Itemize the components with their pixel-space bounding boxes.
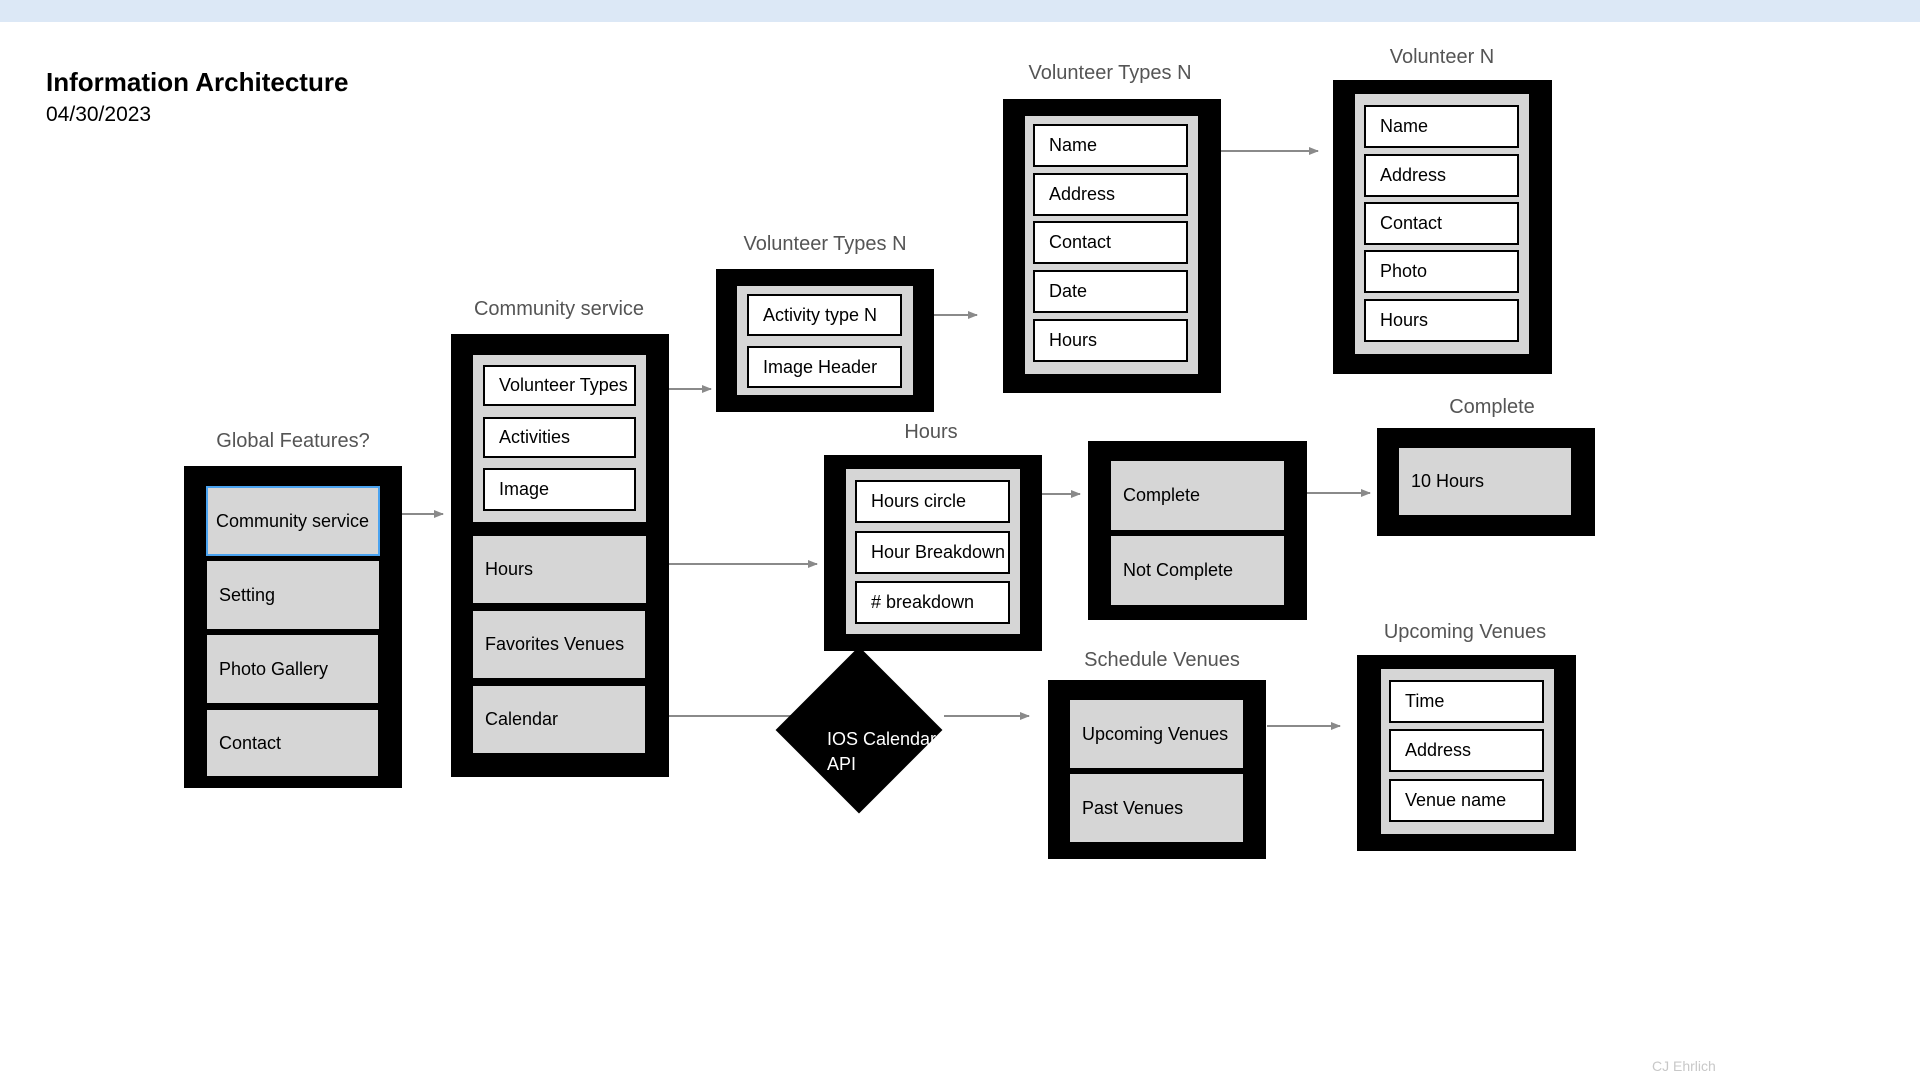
community-item-activities[interactable]: Activities [483, 417, 636, 458]
complete-item-hours[interactable]: 10 Hours [1399, 448, 1571, 515]
volunteer-types-item-hours[interactable]: Hours [1033, 319, 1188, 362]
community-subpanel: Volunteer Types Activities Image [473, 355, 646, 522]
community-service-box: Volunteer Types Activities Image Hours F… [451, 334, 669, 777]
volunteer-n-box: Name Address Contact Photo Hours [1333, 80, 1552, 374]
volunteer-n-subpanel: Name Address Contact Photo Hours [1355, 94, 1529, 354]
volunteer-types-box-1: Activity type N Image Header [716, 269, 934, 412]
community-item-calendar[interactable]: Calendar [473, 686, 645, 753]
volunteer-types-label-2: Volunteer Types N [1028, 62, 1192, 84]
global-item-photo-gallery[interactable]: Photo Gallery [207, 635, 378, 703]
volunteer-n-label: Volunteer N [1389, 46, 1495, 68]
volunteer-types-item-date[interactable]: Date [1033, 270, 1188, 313]
status-box: Complete Not Complete [1088, 441, 1307, 620]
upcoming-venues-box: Time Address Venue name [1357, 655, 1576, 851]
community-item-favorites-venues[interactable]: Favorites Venues [473, 611, 645, 678]
status-item-complete[interactable]: Complete [1111, 461, 1284, 530]
global-item-community-service[interactable]: Community service [206, 486, 380, 556]
volunteer-types-box-2: Name Address Contact Date Hours [1003, 99, 1221, 393]
schedule-venues-box: Upcoming Venues Past Venues [1048, 680, 1266, 859]
volunteer-types-item-contact[interactable]: Contact [1033, 221, 1188, 264]
hours-item-breakdown[interactable]: Hour Breakdown [855, 531, 1010, 574]
community-item-image[interactable]: Image [483, 468, 636, 511]
status-item-not-complete[interactable]: Not Complete [1111, 536, 1284, 605]
global-features-label: Global Features? [216, 430, 370, 452]
complete-box: 10 Hours [1377, 428, 1595, 536]
volunteer-n-item-hours[interactable]: Hours [1364, 299, 1519, 342]
community-service-label: Community service [473, 298, 645, 320]
hours-item-number-breakdown[interactable]: # breakdown [855, 581, 1010, 624]
hours-item-circle[interactable]: Hours circle [855, 480, 1010, 523]
community-item-volunteer-types[interactable]: Volunteer Types [483, 365, 636, 406]
upcoming-item-time[interactable]: Time [1389, 680, 1544, 723]
volunteer-types-label-1: Volunteer Types N [743, 233, 907, 255]
upcoming-venues-label: Upcoming Venues [1383, 621, 1547, 643]
global-item-setting[interactable]: Setting [207, 561, 379, 629]
global-item-contact[interactable]: Contact [207, 710, 378, 776]
volunteer-types-subpanel-1: Activity type N Image Header [737, 286, 913, 395]
volunteer-n-item-photo[interactable]: Photo [1364, 250, 1519, 293]
volunteer-types-item-image-header[interactable]: Image Header [747, 346, 902, 388]
author-credit: CJ Ehrlich [1652, 1058, 1716, 1074]
upcoming-subpanel: Time Address Venue name [1381, 669, 1554, 834]
page-title: Information Architecture [46, 67, 349, 97]
volunteer-n-item-contact[interactable]: Contact [1364, 202, 1519, 245]
upcoming-item-address[interactable]: Address [1389, 729, 1544, 772]
top-bar [0, 0, 1920, 22]
upcoming-item-venue-name[interactable]: Venue name [1389, 779, 1544, 822]
volunteer-n-item-name[interactable]: Name [1364, 105, 1519, 148]
volunteer-types-item-activity-type[interactable]: Activity type N [747, 294, 902, 336]
volunteer-types-item-name[interactable]: Name [1033, 124, 1188, 167]
volunteer-types-subpanel-2: Name Address Contact Date Hours [1025, 116, 1198, 374]
schedule-item-upcoming[interactable]: Upcoming Venues [1070, 700, 1243, 768]
schedule-item-past[interactable]: Past Venues [1070, 774, 1243, 842]
page-date: 04/30/2023 [46, 103, 152, 126]
global-features-box: Community service Setting Photo Gallery … [184, 466, 402, 788]
calendar-api-label[interactable]: IOS Calendar API [827, 729, 937, 774]
volunteer-n-item-address[interactable]: Address [1364, 154, 1519, 197]
hours-box: Hours circle Hour Breakdown # breakdown [824, 455, 1042, 651]
hours-subpanel: Hours circle Hour Breakdown # breakdown [846, 469, 1020, 634]
hours-label: Hours [904, 421, 958, 443]
volunteer-types-item-address[interactable]: Address [1033, 173, 1188, 216]
complete-label: Complete [1449, 396, 1535, 418]
community-item-hours[interactable]: Hours [473, 536, 646, 603]
schedule-venues-label: Schedule Venues [1084, 649, 1240, 671]
